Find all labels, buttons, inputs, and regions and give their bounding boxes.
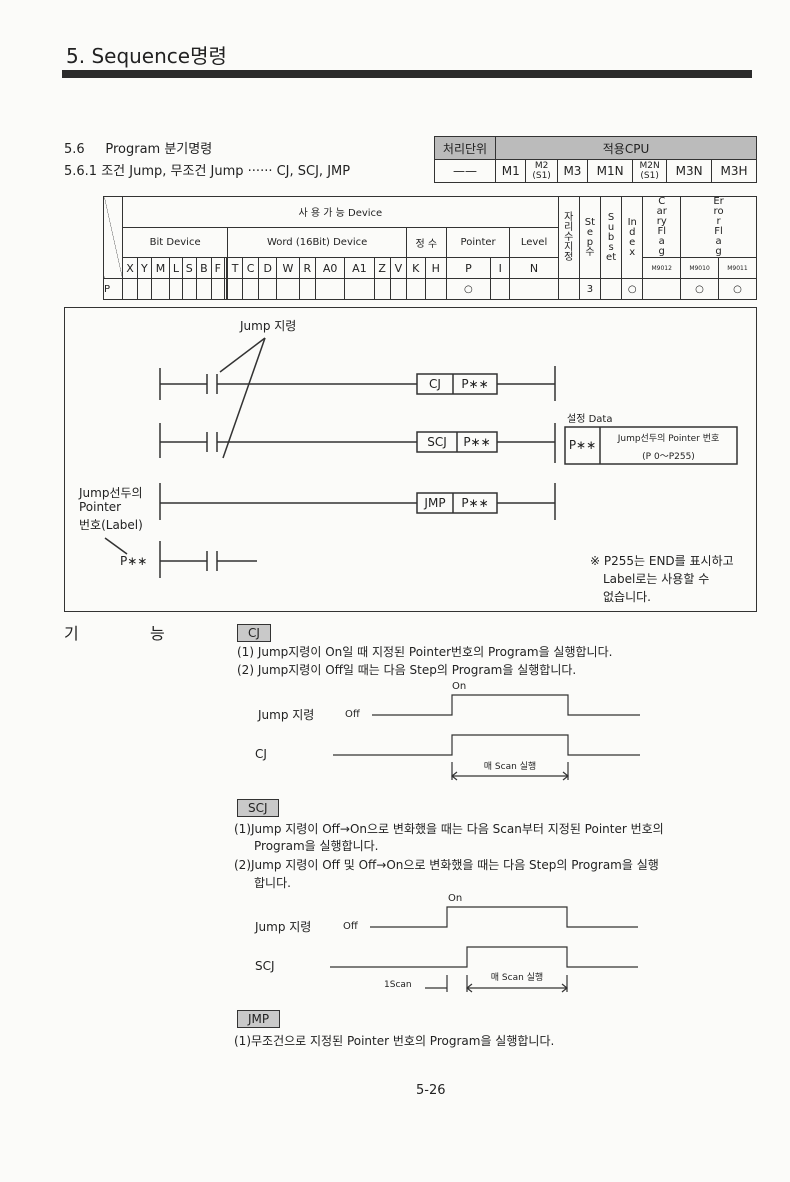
device-val-13	[298, 278, 316, 300]
jmp-instruction: JMP	[424, 496, 446, 510]
corner-cell	[103, 196, 123, 279]
scj-signal-jump: Jump 지령	[255, 920, 312, 934]
jmp-tag-label: JMP	[237, 1010, 281, 1028]
cj-tag: CJ	[237, 622, 271, 642]
scj-line-2: Program을 실행합니다.	[254, 839, 379, 853]
scj-on-label: On	[448, 893, 463, 904]
scj-tag: SCJ	[237, 797, 279, 817]
vert-header-5: Error Flag	[713, 196, 724, 257]
device-val-17	[389, 278, 407, 300]
cj-tag-label: CJ	[237, 624, 271, 642]
scj-off-label: Off	[343, 921, 358, 932]
scj-tag-label: SCJ	[237, 799, 279, 817]
vv-err1: ○	[717, 278, 758, 300]
device-col-17: V	[389, 257, 407, 279]
usable-device-header: 사 용 가 능 Device	[122, 196, 559, 228]
cpu-6: M3H	[711, 159, 757, 183]
vv-index: ○	[621, 278, 644, 300]
unit-value: ——	[434, 159, 496, 183]
cj-signal-jump: Jump 지령	[258, 708, 315, 722]
bit-device-header: Bit Device	[121, 226, 229, 258]
section-heading: 5.6 Program 분기명령	[64, 138, 212, 157]
vh-carry: Carry Flag	[642, 196, 682, 258]
chapter-title: 5. Sequence명령	[66, 44, 227, 68]
pointer-header: Pointer	[445, 226, 511, 258]
device-col-6: F	[210, 257, 225, 279]
cj-line-2: (2) Jump지령이 Off일 때는 다음 Step의 Program을 실행…	[237, 663, 577, 677]
cpu-1: M2 (S1)	[525, 159, 558, 183]
cj-signal-cj: CJ	[255, 747, 267, 761]
jump-command-label: Jump 지령	[240, 319, 297, 333]
device-val-15	[344, 278, 375, 300]
vert-header-0: 자리수지정	[564, 211, 574, 263]
scj-scan-label: 매 Scan 실행	[490, 973, 544, 983]
setting-desc-1: Jump선두의 Pointer 번호	[617, 434, 720, 444]
note-2: Label로는 사용할 수	[603, 572, 710, 586]
label-text-1: Jump선두의	[79, 486, 143, 500]
cpu-2: M3	[556, 159, 589, 183]
device-val-2	[150, 278, 171, 300]
note-3: 없습니다.	[603, 590, 651, 604]
device-val-0	[121, 278, 139, 300]
scj-line-4: 합니다.	[254, 876, 291, 890]
instruction-list: ······ CJ, SCJ, JMP	[247, 164, 351, 179]
label-text-3: 번호(Label)	[79, 518, 143, 532]
vert-header-3: Index	[627, 216, 637, 258]
label-pointer: P∗∗	[120, 554, 148, 568]
cj-on-label: On	[452, 681, 467, 692]
device-val-6	[210, 278, 225, 300]
device-table: 사 용 가 능 Device 자리수지정 Step수 Subset Index …	[103, 196, 758, 300]
scj-signal-scj: SCJ	[255, 959, 275, 973]
jmp-argument: P∗∗	[461, 496, 489, 510]
setting-desc-2: (P 0～P255)	[642, 452, 695, 462]
section-number: 5.6	[64, 142, 85, 157]
vert-header-4: Carry Flag	[656, 196, 667, 257]
device-val-20: ○	[445, 278, 492, 300]
cj-instruction: CJ	[429, 377, 441, 391]
function-heading-2: 능	[150, 624, 165, 643]
page-number: 5-26	[416, 1083, 446, 1098]
scj-instruction: SCJ	[427, 435, 447, 449]
scj-line-3: (2)Jump 지령이 Off 및 Off→On으로 변화했을 때는 다음 St…	[234, 858, 659, 872]
jmp-line-1: (1)무조건으로 지정된 Pointer 번호의 Program을 실행합니다.	[234, 1034, 555, 1048]
device-val-10	[241, 278, 260, 300]
device-val-4	[181, 278, 197, 300]
ladder-diagram-box: Jump 지령 CJ P∗∗ SCJ P∗∗ JMP P∗∗ 설정 Data P…	[64, 307, 757, 612]
cj-argument: P∗∗	[461, 377, 489, 391]
subsection-number: 5.6.1	[64, 164, 98, 179]
scj-one-scan-label: 1Scan	[384, 980, 412, 990]
vert-header-1: Step수	[584, 216, 596, 258]
cpu-4: M2N (S1)	[632, 159, 668, 183]
scj-line-1: (1)Jump 지령이 Off→On으로 변화했을 때는 다음 Scan부터 지…	[234, 822, 664, 836]
subsection-heading: 5.6.1 조건 Jump, 무조건 Jump ······ CJ, SCJ, …	[64, 160, 350, 179]
setting-data-label: 설정 Data	[567, 414, 613, 425]
subsection-title: 조건 Jump, 무조건 Jump	[101, 164, 244, 179]
scj-argument: P∗∗	[463, 435, 491, 449]
cpu-5: M3N	[666, 159, 713, 183]
function-heading-1: 기	[64, 624, 79, 643]
note-1: ※ P255는 END를 표시하고	[590, 554, 734, 568]
cj-scan-label: 매 Scan 실행	[483, 762, 537, 772]
header-bar	[62, 70, 752, 78]
vh-index: Index	[621, 196, 644, 279]
cj-line-1: (1) Jump지령이 On일 때 지정된 Pointer번호의 Program…	[237, 645, 613, 659]
device-val-5	[195, 278, 212, 300]
row-label: P	[103, 278, 123, 300]
ladder-svg	[104, 337, 738, 578]
device-val-21	[490, 278, 511, 300]
device-col-15: A1	[344, 257, 375, 279]
cpu-0: M1	[494, 159, 527, 183]
jmp-tag: JMP	[237, 1008, 281, 1028]
cj-off-label: Off	[345, 709, 360, 720]
vert-header-2: Subset	[606, 211, 617, 263]
setting-key: P∗∗	[568, 438, 597, 452]
label-text-2: Pointer	[79, 500, 122, 514]
section-title: Program 분기명령	[105, 142, 213, 157]
vh-error: Error Flag	[680, 196, 757, 258]
